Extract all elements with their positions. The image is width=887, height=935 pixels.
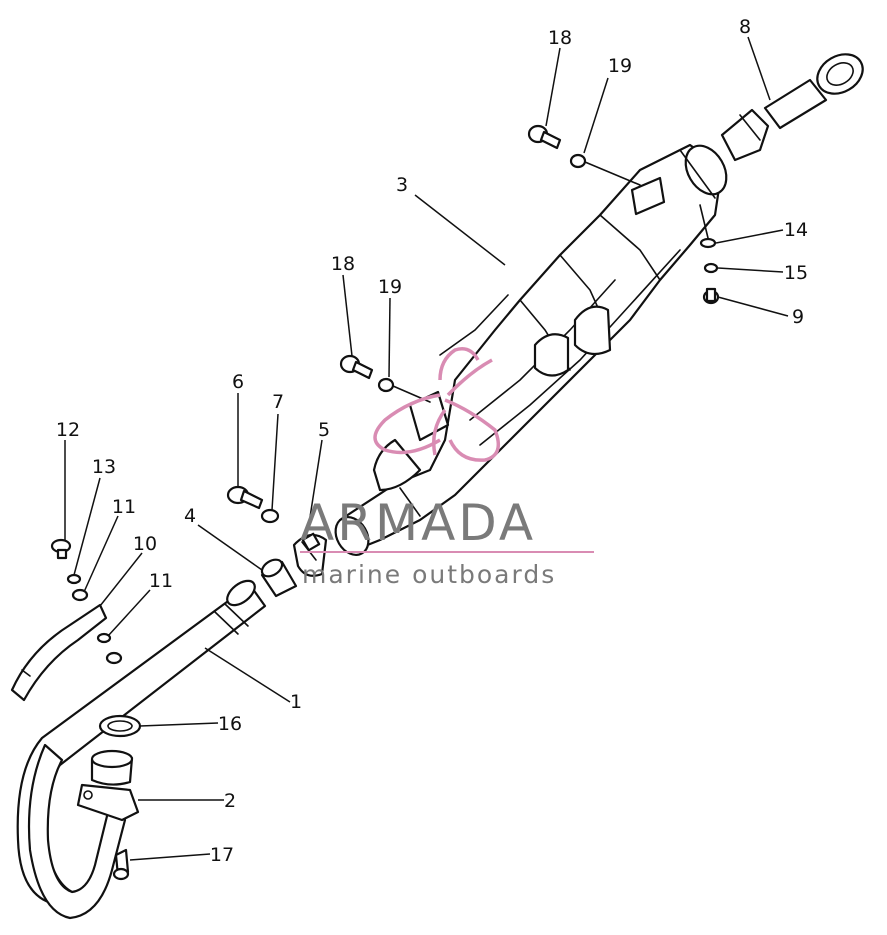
callout-16: 16 bbox=[218, 713, 242, 735]
callout-14: 14 bbox=[784, 219, 808, 241]
upper-mount-axis bbox=[584, 161, 641, 186]
gasket bbox=[98, 714, 142, 738]
callout-2: 2 bbox=[224, 790, 236, 812]
callout-19-lower: 19 bbox=[378, 276, 402, 298]
watermark-logo bbox=[373, 347, 501, 462]
watermark: ARMADA marine outboards bbox=[300, 347, 594, 589]
muffler bbox=[334, 143, 728, 556]
joint-sleeve bbox=[260, 558, 298, 598]
lock-washer bbox=[66, 573, 82, 585]
callout-10: 10 bbox=[133, 533, 157, 555]
callout-3: 3 bbox=[396, 174, 408, 196]
grommet-tail bbox=[699, 237, 717, 249]
tail-pipe bbox=[720, 53, 864, 162]
flange-bolt bbox=[112, 848, 130, 881]
callout-13: 13 bbox=[92, 456, 116, 478]
muffler-washer-lower bbox=[377, 377, 395, 393]
callout-12: 12 bbox=[56, 419, 80, 441]
muffler-bolt-lower bbox=[339, 354, 374, 380]
callout-6: 6 bbox=[232, 371, 244, 393]
clamp-washer bbox=[260, 508, 280, 524]
callout-19-upper: 19 bbox=[608, 55, 632, 77]
muffler-bolt-upper bbox=[527, 124, 562, 150]
callout-8: 8 bbox=[739, 16, 751, 38]
muffler-washer-upper bbox=[569, 153, 587, 169]
watermark-tagline: marine outboards bbox=[302, 560, 556, 589]
callout-11-lower: 11 bbox=[149, 570, 173, 592]
callout-numbers: 12 13 11 10 11 4 6 7 5 1 16 2 17 18 19 3… bbox=[56, 16, 808, 866]
bracket-bolt bbox=[50, 538, 72, 560]
tail-bolt bbox=[702, 287, 720, 305]
callout-4: 4 bbox=[184, 505, 196, 527]
callout-15: 15 bbox=[784, 262, 808, 284]
callout-7: 7 bbox=[272, 391, 284, 413]
callout-5: 5 bbox=[318, 419, 330, 441]
callout-11-upper: 11 bbox=[112, 496, 136, 518]
spring-washer bbox=[703, 262, 719, 274]
callout-18-lower: 18 bbox=[331, 253, 355, 275]
exhaust-flange bbox=[76, 749, 140, 822]
callout-9: 9 bbox=[792, 306, 804, 328]
grommet bbox=[105, 651, 123, 665]
pipe-bracket bbox=[10, 603, 108, 702]
clamp-bolt bbox=[226, 485, 264, 510]
callout-1: 1 bbox=[290, 691, 302, 713]
watermark-brand: ARMADA bbox=[300, 494, 536, 552]
collar-lower bbox=[96, 632, 112, 644]
collar-upper bbox=[71, 588, 89, 602]
leader-lines bbox=[64, 36, 789, 861]
exhaust-pipe bbox=[16, 579, 267, 920]
callout-17: 17 bbox=[210, 844, 234, 866]
callout-18-upper: 18 bbox=[548, 27, 572, 49]
